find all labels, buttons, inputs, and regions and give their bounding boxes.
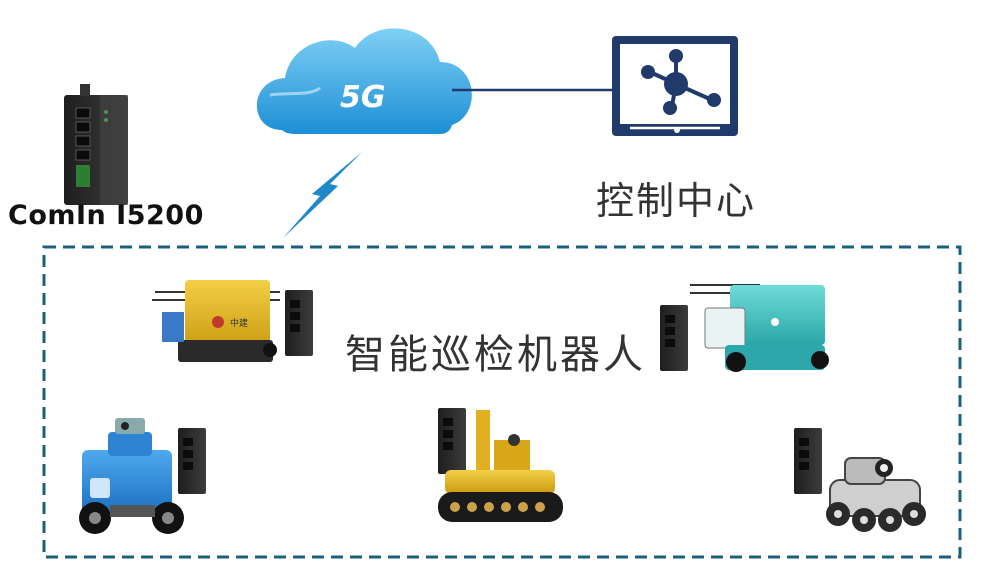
robot-blue-wheeled-icon — [79, 418, 184, 534]
gateway-device-icon — [64, 84, 128, 205]
robot-4-gateway-icon — [438, 408, 466, 474]
control-center-monitor-icon — [612, 36, 738, 136]
wireless-lightning-icon — [283, 152, 362, 238]
svg-text:中建: 中建 — [230, 317, 248, 329]
robot-1-gateway-icon — [285, 290, 313, 356]
robot-teal-rail-icon — [690, 284, 829, 372]
gateway-label: ComIn I5200 — [8, 200, 204, 231]
robot-5-gateway-icon — [794, 428, 822, 494]
cloud-5g-icon — [256, 28, 472, 135]
robot-2-gateway-icon — [660, 305, 688, 371]
robot-yellow-rail-icon: 中建 — [152, 280, 280, 362]
control-center-label: 控制中心 — [596, 179, 757, 223]
robot-3-gateway-icon — [178, 428, 206, 494]
cloud-5g-label: 5G — [340, 80, 386, 115]
robot-pipe-crawler-icon — [826, 457, 926, 532]
robots-area-label: 智能巡检机器人 — [345, 332, 646, 378]
robot-yellow-tracked-icon — [438, 410, 563, 522]
robots-area-border — [42, 245, 962, 559]
